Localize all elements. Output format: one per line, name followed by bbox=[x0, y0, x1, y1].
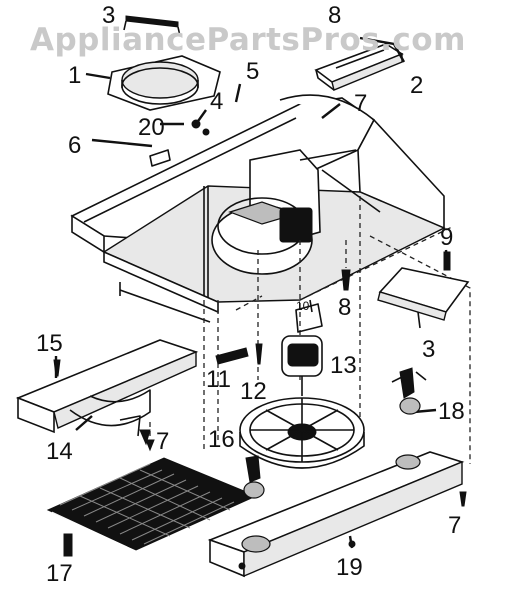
control-panel bbox=[207, 451, 465, 578]
callout-4: 4 bbox=[210, 88, 224, 115]
callout-16: 16 bbox=[208, 426, 235, 453]
hood-housing bbox=[70, 94, 446, 323]
callout-8: 8 bbox=[328, 2, 342, 29]
lamp-socket bbox=[391, 367, 427, 415]
callout-17: 17 bbox=[46, 560, 73, 587]
callout-1: 1 bbox=[68, 62, 82, 89]
callout-7: 7 bbox=[354, 90, 368, 117]
callout-7: 7 bbox=[156, 428, 170, 455]
callout-10: 10 bbox=[296, 299, 310, 313]
callout-8: 8 bbox=[338, 294, 352, 321]
mounting-bracket bbox=[377, 251, 470, 329]
callout-15: 15 bbox=[36, 330, 63, 357]
callout-2: 2 bbox=[410, 72, 424, 99]
callout-14: 14 bbox=[46, 438, 73, 465]
light-housing-left bbox=[15, 339, 199, 446]
callout-5: 5 bbox=[246, 58, 260, 85]
callout-19: 19 bbox=[336, 554, 363, 581]
screw bbox=[255, 343, 263, 365]
switch-cover bbox=[314, 43, 404, 91]
fan-wheel bbox=[239, 397, 365, 469]
callout-3: 3 bbox=[422, 336, 436, 363]
lamp-socket bbox=[243, 455, 265, 499]
callout-3: 3 bbox=[102, 2, 116, 29]
callout-9: 9 bbox=[440, 224, 454, 251]
screw bbox=[459, 491, 467, 507]
foil-tape-strip bbox=[123, 15, 181, 37]
callout-20: 20 bbox=[138, 114, 165, 141]
damper-collar bbox=[107, 55, 221, 111]
screw bbox=[145, 439, 155, 452]
callout-13: 13 bbox=[330, 352, 357, 379]
callout-18: 18 bbox=[438, 398, 465, 425]
callout-11: 11 bbox=[206, 366, 231, 393]
screw bbox=[341, 269, 351, 291]
callout-6: 6 bbox=[68, 132, 82, 159]
terminal-block bbox=[215, 347, 249, 365]
blower-motor bbox=[281, 299, 323, 396]
callout-7: 7 bbox=[448, 512, 462, 539]
callout-12: 12 bbox=[240, 378, 267, 405]
